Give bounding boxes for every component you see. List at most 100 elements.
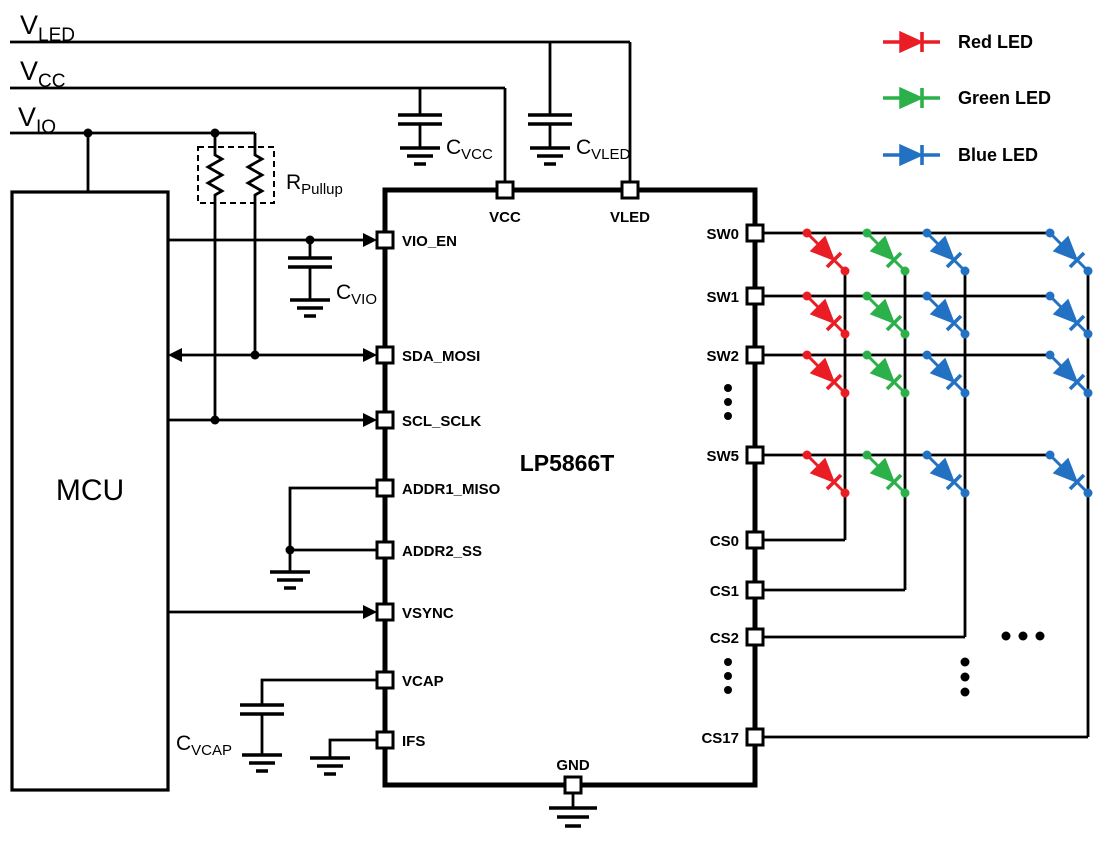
pullup-resistor-2 xyxy=(245,133,265,355)
legend-red-label: Red LED xyxy=(958,32,1033,52)
pin-vio-en xyxy=(375,230,395,250)
power-rails xyxy=(10,40,632,192)
led-legend: Red LED Green LED Blue LED xyxy=(881,30,1051,167)
ic-pins xyxy=(375,180,765,795)
pin-sda-mosi xyxy=(375,345,395,365)
pin-label-cs2: CS2 xyxy=(710,630,739,647)
addr-ground-wire xyxy=(288,486,377,572)
red-led-icon-sw5 xyxy=(800,448,852,500)
left-pin-labels: VIO_EN SDA_MOSI SCL_SCLK ADDR1_MISO ADDR… xyxy=(402,233,501,750)
right-pin-labels: SW0 SW1 SW2 SW5 CS0 CS1 CS2 CS17 xyxy=(701,226,739,747)
pin-sw5 xyxy=(745,445,765,465)
vio-rail-label: VIO xyxy=(18,102,56,138)
pin-label-vcap: VCAP xyxy=(402,673,444,690)
pin-label-vled: VLED xyxy=(610,209,650,226)
pin-scl-sclk xyxy=(375,410,395,430)
gnd-pin-ground-symbol xyxy=(549,806,597,828)
blue-led-icon-last-col-sw0 xyxy=(1043,226,1095,278)
led-matrix-wires xyxy=(763,231,1090,739)
c-vled-label: CVLED xyxy=(576,136,631,163)
cvio-capacitor xyxy=(288,256,332,269)
pin-sw0 xyxy=(745,223,765,243)
ifs-ground-symbol xyxy=(310,756,350,776)
vcap-wire xyxy=(260,678,377,755)
cvcap-capacitor xyxy=(240,703,284,716)
blue-led-icon-sw2 xyxy=(920,348,972,400)
pullup-resistors xyxy=(197,133,275,420)
capacitors xyxy=(240,113,572,716)
ground-symbols xyxy=(242,146,597,828)
blue-led-icon-last-col-sw5 xyxy=(1043,448,1095,500)
junction-dots xyxy=(83,128,315,555)
signal-wires xyxy=(168,124,575,808)
pin-label-sw1: SW1 xyxy=(706,289,739,306)
pin-label-cs17: CS17 xyxy=(701,730,739,747)
pin-label-gnd: GND xyxy=(556,757,590,774)
green-led-icon-sw0 xyxy=(860,226,912,278)
legend-green-led-icon xyxy=(881,86,942,110)
legend-green-label: Green LED xyxy=(958,88,1051,108)
pin-cs2 xyxy=(745,627,765,647)
signal-arrows xyxy=(168,233,377,619)
sw-ellipsis-dots xyxy=(724,384,732,420)
blue-led-icon-last-col-sw2 xyxy=(1043,348,1095,400)
cvio-ground-symbol xyxy=(290,298,330,318)
matrix-rows-ellipsis-dots xyxy=(960,657,970,697)
sda-right-arrow-icon xyxy=(363,348,377,362)
vled-rail-label: VLED xyxy=(20,10,75,46)
red-led-icon-sw2 xyxy=(800,348,852,400)
pin-label-cs1: CS1 xyxy=(710,583,739,600)
cvcc-capacitor xyxy=(398,113,442,126)
pin-vcc xyxy=(495,180,515,200)
pin-label-sw0: SW0 xyxy=(706,226,739,243)
top-bottom-pin-labels: VCC VLED GND xyxy=(489,209,650,774)
vcc-rail-wire xyxy=(10,86,507,182)
pin-vsync xyxy=(375,602,395,622)
ic-block xyxy=(382,187,758,788)
pin-label-vio-en: VIO_EN xyxy=(402,233,457,250)
c-vio-label: CVIO xyxy=(336,281,377,308)
vcc-rail-label: VCC xyxy=(20,56,65,92)
cs-ellipsis-dots xyxy=(724,658,732,694)
matrix-columns-ellipsis-dots xyxy=(1001,631,1045,641)
legend-red-led-icon xyxy=(881,30,942,54)
pin-ifs xyxy=(375,730,395,750)
cs-pin-wires xyxy=(763,538,1088,739)
pin-label-vcc: VCC xyxy=(489,209,521,226)
vled-rail-wire xyxy=(10,40,632,182)
sda-left-arrow-icon xyxy=(168,348,182,362)
cvcc-ground-symbol xyxy=(400,146,440,166)
pin-cs1 xyxy=(745,580,765,600)
pin-label-sda-mosi: SDA_MOSI xyxy=(402,348,480,365)
blue-led-icon-last-col-sw1 xyxy=(1043,289,1095,341)
pin-cs0 xyxy=(745,530,765,550)
green-led-icon-sw5 xyxy=(860,448,912,500)
cvcap-ground-symbol xyxy=(242,753,282,773)
pin-label-sw5: SW5 xyxy=(706,448,739,465)
pin-label-addr1-miso: ADDR1_MISO xyxy=(402,481,501,498)
pullup-dashed-box xyxy=(197,146,275,204)
pin-cs17 xyxy=(745,727,765,747)
pin-label-scl-sclk: SCL_SCLK xyxy=(402,413,481,430)
pullup-resistor-1 xyxy=(205,133,225,420)
sw-row-wires xyxy=(763,231,1050,457)
mcu-block xyxy=(10,190,170,792)
blue-led-icon-sw0 xyxy=(920,226,972,278)
red-led-icon-sw1 xyxy=(800,289,852,341)
green-led-icon-sw1 xyxy=(860,289,912,341)
cvled-capacitor xyxy=(528,113,572,126)
scl-arrow-icon xyxy=(363,413,377,427)
pin-addr1-miso xyxy=(375,478,395,498)
ic-part-number: LP5866T xyxy=(520,450,615,476)
green-led-icon-sw2 xyxy=(860,348,912,400)
r-pullup-label: RPullup xyxy=(286,171,343,198)
c-vcap-label: CVCAP xyxy=(176,732,232,759)
pin-sw1 xyxy=(745,286,765,306)
red-led-icon-sw0 xyxy=(800,226,852,278)
ifs-wire xyxy=(328,738,377,758)
cvled-ground-symbol xyxy=(530,146,570,166)
pin-label-addr2-ss: ADDR2_SS xyxy=(402,543,482,560)
cs-column-wires xyxy=(843,271,1090,737)
